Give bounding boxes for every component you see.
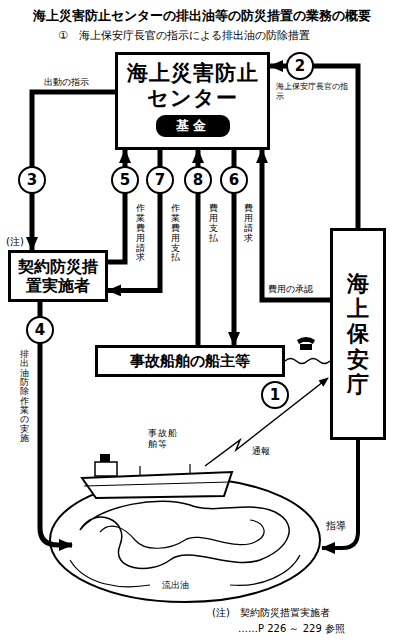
note-label: 通報 [252, 446, 282, 457]
owner-box: 事故船舶の船主等 [95, 345, 285, 377]
fund-band: 基金 [156, 115, 230, 137]
note-label: (注) 契約防災措置実施者 [212, 607, 402, 620]
callout-number: 6 [220, 166, 248, 194]
callout-number: 8 [184, 166, 212, 194]
contractor-box: 契約防災措置実施者 [8, 250, 108, 302]
callout-number: 7 [146, 166, 174, 194]
report-signal [205, 378, 328, 466]
node-text: 契約防災措置実施者 [15, 257, 101, 295]
connector [270, 66, 358, 228]
connector [32, 92, 115, 250]
callout-number: 4 [26, 316, 54, 344]
node-text: 事故船舶の船主等 [102, 352, 278, 370]
note-label: 流出油 [162, 580, 206, 591]
note-label: ……P 226 ～ 229 参照 [238, 623, 398, 636]
oil-contour [230, 555, 300, 585]
ship-illustration [82, 454, 232, 498]
note-label: (注) [6, 236, 36, 249]
phone-icon [297, 337, 315, 350]
note-label: 排出油防除作業の実施 [20, 350, 29, 443]
callout-number: 5 [111, 166, 139, 194]
oil-contour [80, 501, 289, 568]
node-text: 海上災害防止センター [122, 59, 263, 111]
node-text: 海上保安庁 [347, 271, 369, 397]
edge-label: 費用の承認 [268, 284, 324, 295]
edge-label: 費用支払 [209, 204, 218, 244]
edge-label: 出動の指示 [44, 77, 104, 88]
connector [285, 359, 330, 364]
callout-number: 2 [286, 52, 314, 80]
callout-number: 3 [18, 166, 46, 194]
note-label: ① 海上保安庁長官の指示による排出油の防除措置 [58, 29, 398, 43]
callout-number: 1 [261, 381, 289, 409]
note-label: 事故船舶等 [148, 428, 182, 451]
oil-contour [70, 560, 150, 587]
connector [262, 150, 330, 300]
edge-label: 作業費用支払 [171, 204, 180, 263]
diagram-title: 海上災害防止センターの排出油等の防災措置の業務の概要 [0, 7, 404, 25]
oil-contour [100, 520, 264, 548]
edge-label: 作業費用請求 [136, 204, 145, 263]
node-text: 基金 [176, 118, 210, 134]
guidance-arrow [322, 440, 358, 548]
center-box: 海上災害防止センター基金 [115, 52, 270, 150]
coast-guard-box: 海上保安庁 [330, 228, 386, 440]
note-label: 指導 [326, 520, 350, 533]
edge-label: 費用請求 [244, 204, 253, 244]
edge-label: 海上保安庁長官の指示 [276, 82, 348, 102]
